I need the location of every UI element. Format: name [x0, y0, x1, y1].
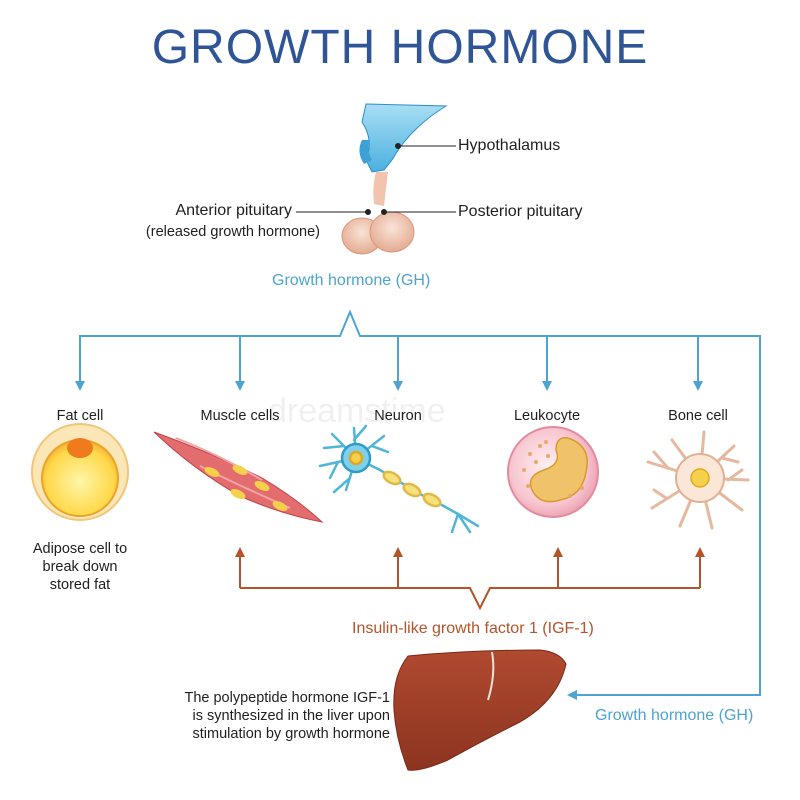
liver-note-line-2: is synthesized in the liver upon	[192, 708, 390, 724]
anterior-pituitary-note: (released growth hormone)	[145, 224, 320, 240]
fat-note-line-1: Adipose cell to	[32, 541, 128, 557]
muscle-cells-label: Muscle cells	[200, 408, 280, 424]
fat-note-line-2: break down	[42, 559, 118, 575]
pituitary-gland	[341, 172, 415, 255]
igf-arrows	[235, 547, 705, 611]
growth-hormone-label: Growth hormone (GH)	[272, 272, 431, 289]
leukocyte-label: Leukocyte	[513, 408, 581, 424]
neuron-label: Neuron	[374, 408, 422, 424]
watermark: dreamstime	[268, 392, 446, 430]
posterior-pituitary-label: Posterior pituitary	[458, 203, 583, 220]
anterior-pituitary-label: Anterior pituitary	[175, 202, 293, 219]
hypothalamus-label: Hypothalamus	[458, 137, 561, 154]
liver-note-line-1: The polypeptide hormone IGF-1	[184, 690, 390, 706]
leukocyte-illustration	[507, 426, 599, 518]
growth-hormone-label-bottom: Growth hormone (GH)	[595, 707, 754, 724]
pointer-lines	[296, 143, 456, 215]
liver-illustration	[393, 649, 567, 771]
bone-cell-illustration	[646, 430, 750, 530]
bone-cell-label: Bone cell	[668, 408, 728, 424]
hypothalamus-illustration	[359, 103, 448, 173]
neuron-illustration	[318, 424, 480, 534]
igf-1-label: Insulin-like growth factor 1 (IGF-1)	[352, 620, 594, 637]
muscle-cells-illustration	[153, 431, 324, 523]
fat-cell-illustration	[31, 423, 129, 521]
liver-note-line-3: stimulation by growth hormone	[192, 726, 390, 742]
fat-note-line-3: stored fat	[49, 577, 111, 593]
fat-cell-label: Fat cell	[56, 408, 104, 424]
gh-arrows	[75, 309, 761, 700]
page-title: GROWTH HORMONE	[151, 21, 649, 74]
